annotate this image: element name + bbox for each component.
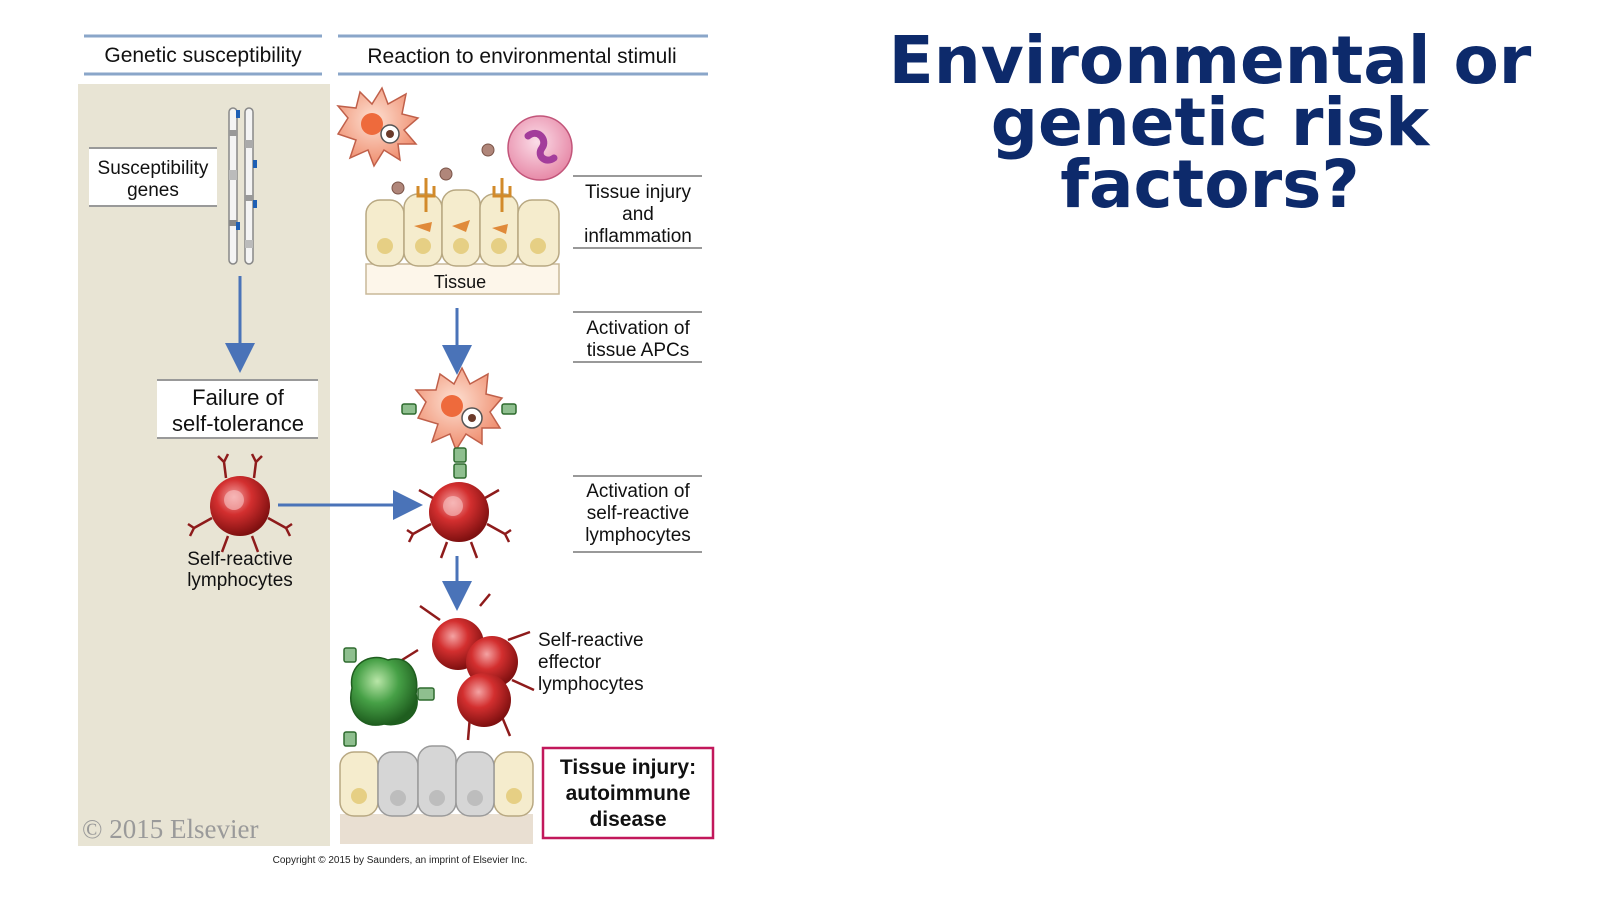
dendritic-cell-top [336,86,420,168]
genetic-panel [78,84,330,846]
tissue-label: Tissue [434,272,486,292]
header-environment-label: Reaction to environmental stimuli [367,45,676,68]
injury-label-2: and [622,204,654,225]
green-macrophage-cell [343,647,435,747]
self-reactive-lymphocyte-left [187,453,293,553]
tissue-bottom [339,745,534,844]
disease-label-1: Tissue injury: [560,756,696,779]
slide-title-line1: Environmental or [888,22,1532,99]
tissue-top: Tissue [365,178,560,295]
effector-label-2: effector [538,652,602,673]
act-label-3: lymphocytes [585,525,691,546]
self-reactive-label-2: lymphocytes [187,570,293,591]
failure-label-2: self-tolerance [172,411,304,436]
autoimmune-disease-box: Tissue injury: autoimmune disease [541,746,715,840]
chromosome-icon [228,107,257,265]
tissue-injury-box: Tissue injury and inflammation [573,175,702,249]
susceptibility-label-2: genes [127,180,179,201]
header-genetic-label: Genetic susceptibility [104,44,302,67]
neutrophil-cell [507,115,573,181]
autoimmunity-diagram: Genetic susceptibility Reaction to envir… [78,34,715,866]
activated-apc-cell [401,366,517,479]
susceptibility-genes-box: Susceptibility genes [89,147,217,207]
effector-lymphocytes-cluster [401,593,535,741]
injury-label-1: Tissue injury [585,182,691,203]
header-environment: Reaction to environmental stimuli [338,34,708,76]
self-reactive-lymphocyte-right [406,482,512,559]
apc-label-1: Activation of [586,318,690,339]
effector-label-1: Self-reactive [538,630,644,651]
slide-title: Environmental or genetic risk factors? [860,22,1560,223]
act-label-2: self-reactive [587,503,689,524]
activation-apcs-box: Activation of tissue APCs [573,311,702,363]
apc-label-2: tissue APCs [587,340,689,361]
disease-label-3: disease [589,808,666,831]
slide-title-line2: genetic risk factors? [990,84,1430,223]
injury-label-3: inflammation [584,226,692,247]
failure-label-1: Failure of [192,385,285,410]
activation-lymphocytes-box: Activation of self-reactive lymphocytes [573,475,702,553]
elsevier-watermark: © 2015 Elsevier [82,814,258,844]
copyright-notice: Copyright © 2015 by Saunders, an imprint… [273,855,528,866]
disease-label-2: autoimmune [566,782,691,805]
microbe-icon [391,143,495,195]
effector-label-3: lymphocytes [538,674,644,695]
susceptibility-label-1: Susceptibility [98,158,209,179]
self-reactive-label-1: Self-reactive [187,549,293,570]
failure-self-tolerance-box: Failure of self-tolerance [157,379,318,439]
header-genetic: Genetic susceptibility [84,34,322,76]
act-label-1: Activation of [586,481,690,502]
